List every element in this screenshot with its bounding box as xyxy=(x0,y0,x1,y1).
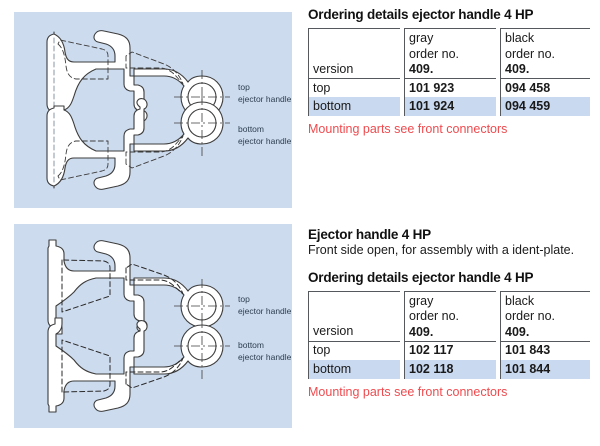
cell-version: top xyxy=(308,78,400,97)
figure-label-top-line1: top xyxy=(238,294,250,304)
table-row: bottom 102 118 101 844 xyxy=(308,359,590,379)
cell-black-order-no: 101 843 xyxy=(500,340,590,360)
ordering-content-top: Ordering details ejector handle 4 HP ver… xyxy=(308,6,592,137)
table-row: top 102 117 101 843 xyxy=(308,340,590,360)
mounting-parts-note: Mounting parts see front connectors xyxy=(308,384,508,399)
ejector-handle-drawing-closed: top ejector handle bottom ejector handle xyxy=(46,30,292,190)
order-table-bottom: version gray order no. 409. black order … xyxy=(308,290,590,379)
cell-black-order-no: 101 844 xyxy=(500,359,590,379)
table-row: top 101 923 094 458 xyxy=(308,78,590,97)
table-header-row: version gray order no. 409. black order … xyxy=(308,28,590,78)
header-gray-color: gray xyxy=(409,293,434,308)
center-cross-top xyxy=(174,279,230,339)
cell-gray-order-no: 102 118 xyxy=(404,359,496,379)
ordering-heading-top: Ordering details ejector handle 4 HP xyxy=(308,7,534,22)
header-black-orderno: order no. xyxy=(505,46,556,61)
table-body-top: top 101 923 094 458 bottom 101 924 094 4… xyxy=(308,78,590,116)
header-cell-black: black order no. 409. xyxy=(500,28,590,78)
ejector-handle-drawing-open: top ejector handle bottom ejector handle xyxy=(47,239,292,413)
figure-label-top-line2: ejector handle xyxy=(238,306,292,316)
header-gray-prefix: 409. xyxy=(409,324,434,339)
order-table-top: version gray order no. 409. black order … xyxy=(308,28,590,116)
center-cross-bottom xyxy=(174,319,230,379)
header-black-orderno: order no. xyxy=(505,309,556,323)
header-cell-gray: gray order no. 409. xyxy=(404,28,496,78)
table-header-row: version gray order no. 409. black order … xyxy=(308,290,590,341)
ordering-heading-bottom: Ordering details ejector handle 4 HP xyxy=(308,269,534,285)
cell-version: top xyxy=(308,340,400,360)
figure-label-top-line1: top xyxy=(238,82,250,92)
header-cell-black: black order no. 409. xyxy=(500,290,590,341)
product-heading: Ejector handle 4 HP xyxy=(308,227,431,242)
section-ejector-handle-closed: top ejector handle bottom ejector handle… xyxy=(0,0,600,216)
cell-version: bottom xyxy=(308,97,400,116)
cell-black-order-no: 094 459 xyxy=(500,97,590,116)
header-cell-version: version xyxy=(308,290,400,341)
figure-label-bottom-line2: ejector handle xyxy=(238,352,292,362)
section-ejector-handle-open: top ejector handle bottom ejector handle… xyxy=(0,216,600,446)
figure-panel-top: top ejector handle bottom ejector handle xyxy=(14,12,292,208)
figure-label-bottom-line2: ejector handle xyxy=(238,136,292,146)
figure-label-bottom-line1: bottom xyxy=(238,340,264,350)
header-version-label: version xyxy=(313,61,354,76)
figure-label-bottom-line1: bottom xyxy=(238,124,264,134)
header-cell-gray: gray order no. 409. xyxy=(404,290,496,341)
figure-panel-bottom: top ejector handle bottom ejector handle xyxy=(14,224,292,428)
cell-gray-order-no: 101 923 xyxy=(404,78,496,97)
header-black-prefix: 409. xyxy=(505,62,530,76)
table-row: bottom 101 924 094 459 xyxy=(308,97,590,116)
cell-gray-order-no: 101 924 xyxy=(404,97,496,116)
center-cross-bottom xyxy=(174,96,230,156)
header-black-color: black xyxy=(505,293,535,308)
header-cell-version: version xyxy=(308,28,400,78)
mounting-parts-note: Mounting parts see front connectors xyxy=(308,122,508,136)
header-black-color: black xyxy=(505,31,535,45)
header-gray-orderno: order no. xyxy=(409,46,460,61)
header-gray-color: gray xyxy=(409,31,434,45)
table-body-bottom: top 102 117 101 843 bottom 102 118 101 8… xyxy=(308,340,590,379)
figure-label-top-line2: ejector handle xyxy=(238,94,292,104)
cell-version: bottom xyxy=(308,359,400,379)
product-subtitle: Front side open, for assembly with a ide… xyxy=(308,243,575,257)
header-version-label: version xyxy=(313,324,354,338)
cell-gray-order-no: 102 117 xyxy=(404,340,496,360)
header-gray-prefix: 409. xyxy=(409,62,434,76)
header-black-prefix: 409. xyxy=(505,324,530,339)
ordering-content-bottom: Ejector handle 4 HP Front side open, for… xyxy=(308,226,592,400)
header-gray-orderno: order no. xyxy=(409,309,460,323)
cell-black-order-no: 094 458 xyxy=(500,78,590,97)
